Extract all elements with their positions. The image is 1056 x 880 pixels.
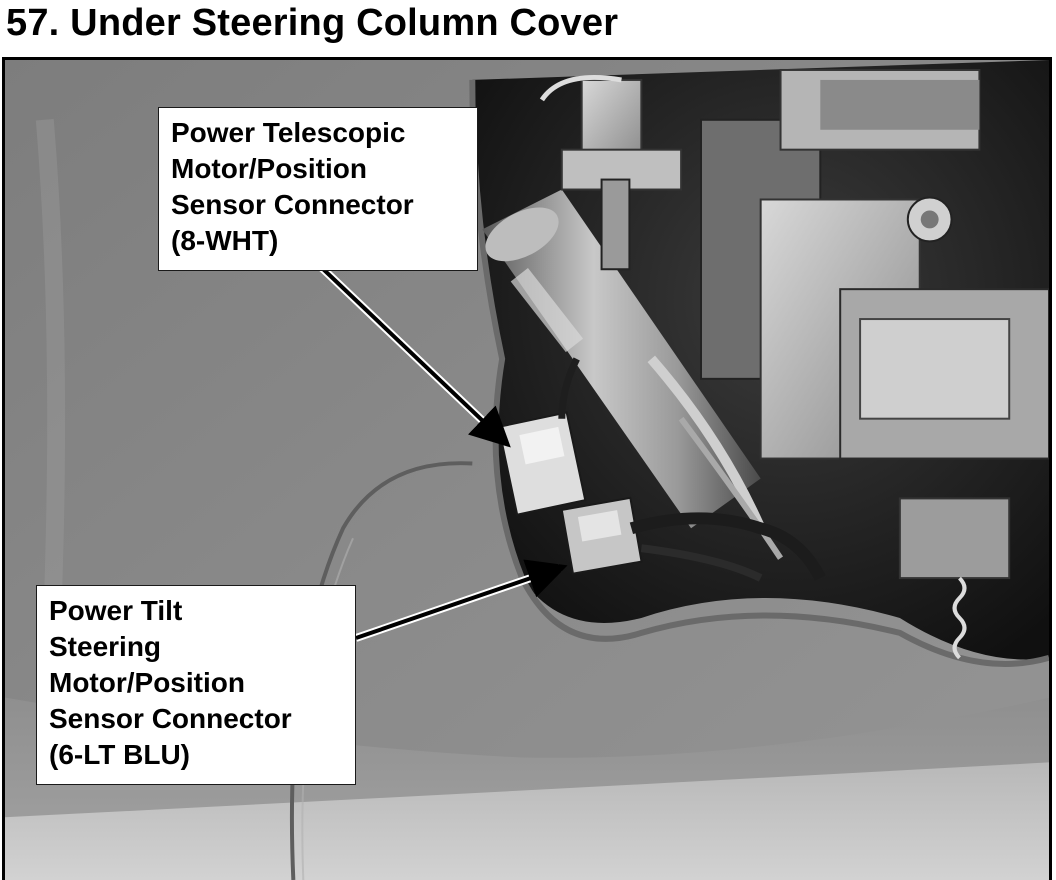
telescopic-connector-label: Power Telescopic Motor/Position Sensor C… xyxy=(158,107,478,271)
tilt-label-line-2: Steering xyxy=(49,631,162,662)
telescopic-label-line-4: (8-WHT) xyxy=(171,225,279,256)
telescopic-label-line-2: Motor/Position xyxy=(171,153,367,184)
telescopic-label-line-1: Power Telescopic xyxy=(171,117,406,148)
tilt-label-line-1: Power Tilt xyxy=(49,595,183,626)
tilt-label-line-3: Motor/Position xyxy=(49,667,245,698)
page-title: 57. Under Steering Column Cover xyxy=(6,2,619,44)
tilt-label-line-5: (6-LT BLU) xyxy=(49,739,190,770)
telescopic-label-line-3: Sensor Connector xyxy=(171,189,414,220)
tilt-label-line-4: Sensor Connector xyxy=(49,703,292,734)
tilt-connector-label: Power Tilt Steering Motor/Position Senso… xyxy=(36,585,356,785)
